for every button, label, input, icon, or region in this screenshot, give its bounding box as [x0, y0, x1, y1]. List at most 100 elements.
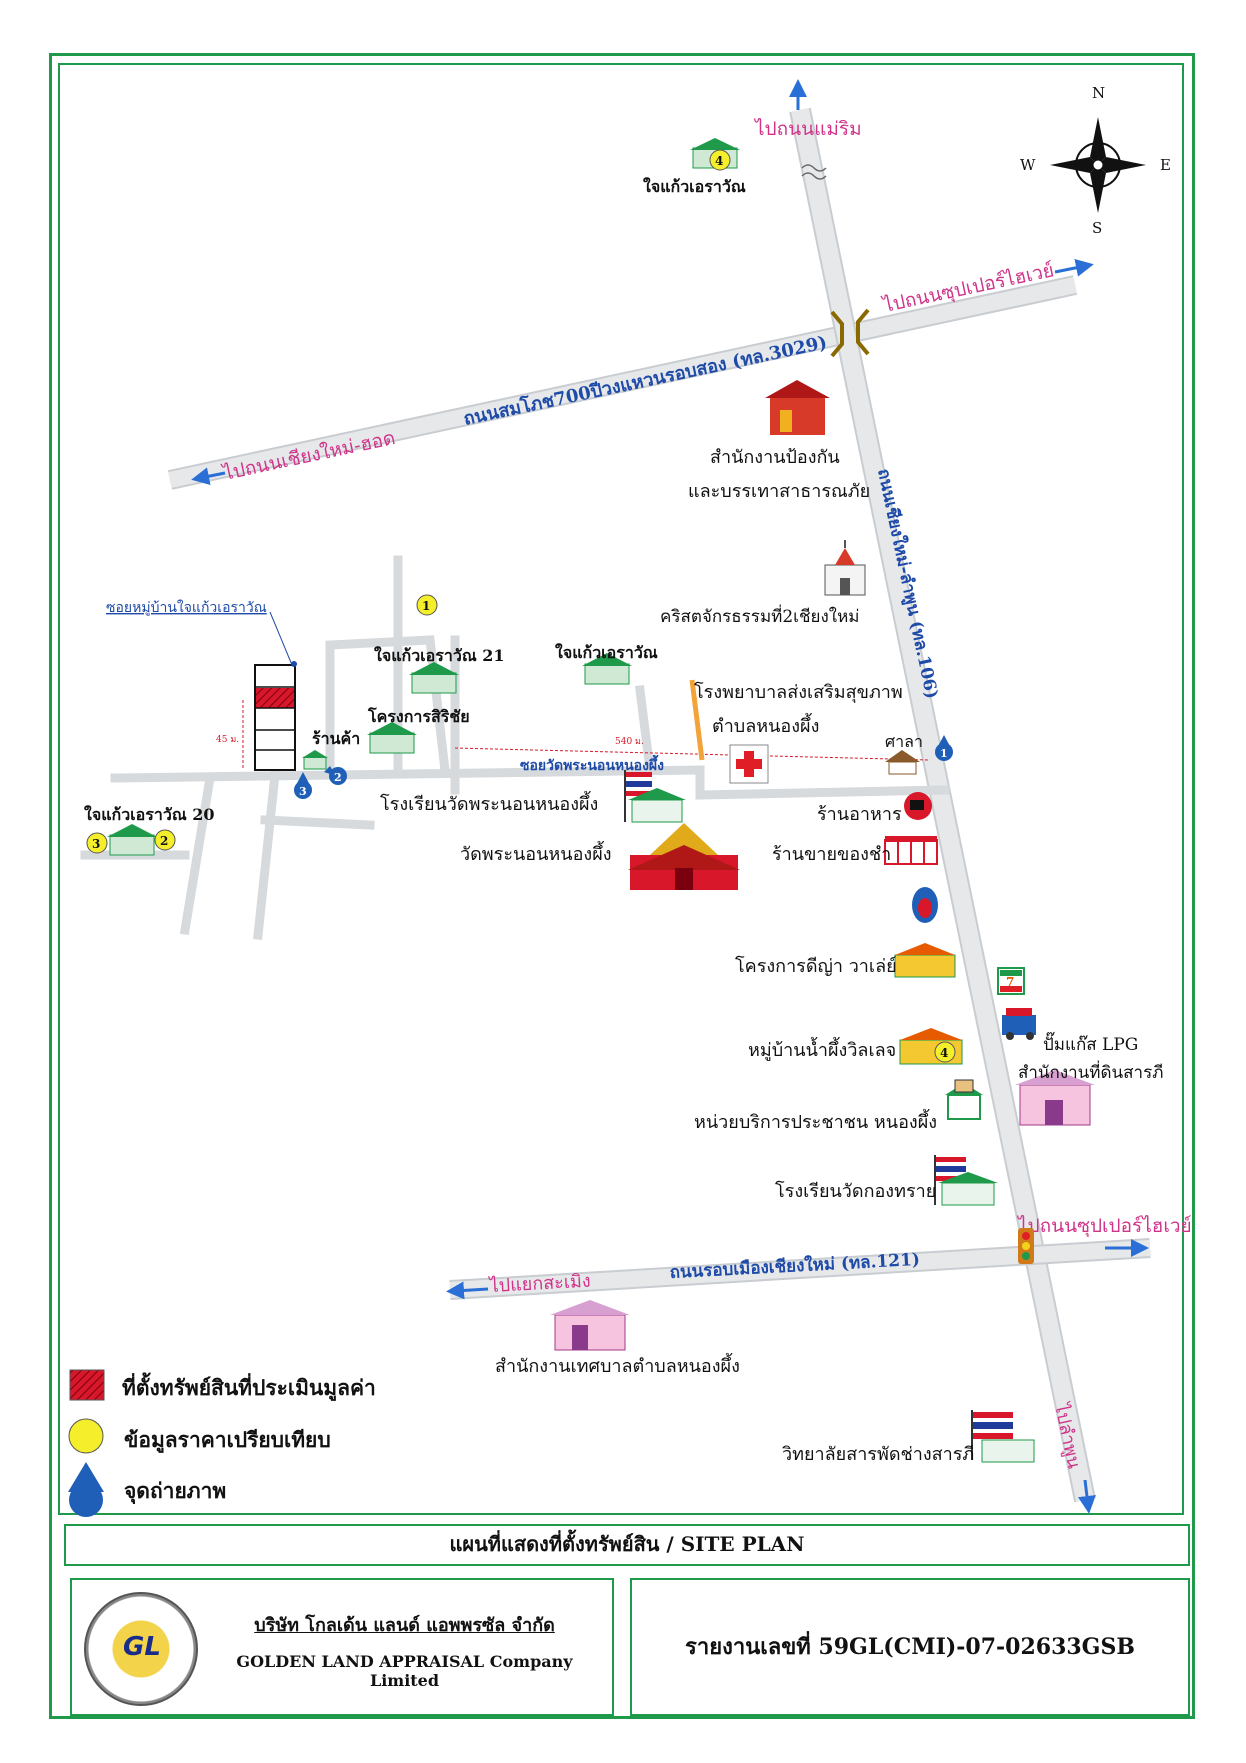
- compare-marker-4a: [709, 149, 731, 171]
- label-sala: ศาลา: [885, 732, 923, 751]
- traffic-light-icon: [1018, 1228, 1034, 1264]
- legend-comparable-swatch: [68, 1418, 104, 1454]
- gas-station-icon: [912, 887, 938, 923]
- compass-w: W: [1020, 156, 1036, 174]
- sala-icon: [885, 750, 920, 775]
- inner-frame: [58, 63, 1184, 1515]
- label-school-kongsai: โรงเรียนวัดกองทราย: [775, 1180, 936, 1202]
- compare-marker-1: [416, 594, 438, 616]
- house-icon-shop: [302, 750, 328, 770]
- house-icon-21: [409, 662, 459, 694]
- legend-photo: จุดถ่ายภาพ: [124, 1478, 227, 1503]
- restaurant-icon: [904, 792, 932, 820]
- compare-marker-3: [86, 832, 108, 854]
- compass-n: N: [1092, 84, 1105, 102]
- college-icon: [971, 1410, 1035, 1463]
- road-106: [789, 107, 1096, 1503]
- compare-marker-2: [154, 829, 176, 851]
- label-chaikaew-20: ใจแก้วเอราวัณ 20: [84, 805, 215, 824]
- bridge-marker: [830, 308, 870, 358]
- compass-e: E: [1160, 156, 1171, 174]
- lpg-icon: [1002, 1008, 1036, 1040]
- label-grocery: ร้านขายของชำ: [772, 844, 891, 865]
- title-frame: [64, 1524, 1190, 1566]
- land-office-icon: [1015, 1070, 1095, 1126]
- label-school-wat: โรงเรียนวัดพระนอนหนองผึ้ง: [380, 791, 598, 815]
- label-hospital-2: ตำบลหนองผึ้ง: [712, 713, 819, 737]
- label-shop: ร้านค้า: [312, 729, 360, 748]
- company-logo: GL: [84, 1592, 198, 1706]
- municipal-office-icon: [550, 1300, 630, 1351]
- label-college: วิทยาลัยสารพัดช่างสารภี: [782, 1444, 974, 1465]
- measure-distance: 540 ม.: [615, 737, 644, 747]
- dir-superhighway-2: ไปถนนซุปเปอร์ไฮเวย์: [1016, 1215, 1192, 1238]
- compass-rose: [1050, 117, 1146, 213]
- house-icon-mid: [582, 653, 632, 685]
- compass-s: S: [1092, 219, 1102, 237]
- legend-photo-swatch: [68, 1462, 104, 1517]
- label-church: คริสตจักรธรรมที่2เชียงใหม่: [660, 604, 860, 627]
- compare-marker-4a-label: 4: [715, 154, 723, 168]
- compare-marker-4b-label: 4: [940, 1046, 948, 1060]
- school-wat-icon: [624, 770, 686, 823]
- photo-marker-3-label: 3: [299, 785, 307, 798]
- label-land-office: สำนักงานที่ดินสารภี: [1018, 1060, 1163, 1083]
- label-disaster-2: และบรรเทาสาธารณภัย: [688, 481, 870, 502]
- label-restaurant: ร้านอาหาร: [817, 804, 902, 825]
- outer-frame: [49, 53, 1195, 1719]
- company-name-th: บริษัท โกลเด้น แลนด์ แอพพรซัล จำกัด: [254, 1615, 555, 1636]
- label-hospital-1: โรงพยาบาลส่งเสริมสุขภาพ: [694, 681, 903, 703]
- measure-depth: 45 ม.: [216, 735, 239, 745]
- service-unit-icon: [945, 1079, 983, 1120]
- hospital-icon: [729, 744, 769, 784]
- label-namphueng: หมู่บ้านน้ำผึ้งวิลเลจ: [748, 1037, 896, 1061]
- house-icon-20: [107, 824, 157, 856]
- legend-comparable: ข้อมูลราคาเปรียบเทียบ: [124, 1427, 331, 1452]
- house-icon-siriichai: [367, 722, 417, 754]
- report-box: รายงานเลขที่ 59GL(CMI)-07-02633GSB: [630, 1578, 1190, 1716]
- photo-marker-2: [324, 766, 347, 785]
- dir-mae-rim: ไปถนนแม่ริม: [753, 118, 862, 140]
- compare-marker-3-label: 3: [92, 837, 100, 851]
- seven-eleven-icon: [997, 967, 1025, 995]
- label-chaikaew-mid: ใจแก้วเอราวัณ: [555, 643, 658, 662]
- legend-property-swatch: [69, 1369, 105, 1401]
- photo-marker-2-label: 2: [334, 771, 342, 784]
- label-wat: วัดพระนอนหนองผึ้ง: [460, 841, 612, 865]
- compare-marker-4b: [934, 1041, 956, 1063]
- photo-marker-3: [294, 772, 312, 799]
- label-soi-wat: ซอยวัดพระนอนหนองผึ้ง: [520, 754, 664, 774]
- church-icon: [824, 540, 866, 596]
- label-service-unit: หน่วยบริการประชาชน หนองผึ้ง: [694, 1109, 937, 1133]
- label-disaster-1: สำนักงานป้องกัน: [710, 447, 840, 468]
- direction-arrows: [191, 79, 1149, 1514]
- label-lpg: ปั๊มแก๊ส LPG: [1043, 1031, 1138, 1055]
- dir-saraphi: ไปแยกสะเมิง: [487, 1270, 591, 1297]
- label-deeya: โครงการดีญ่า วาเล่ย์: [735, 955, 897, 977]
- compare-marker-2-label: 2: [160, 834, 168, 848]
- report-number: รายงานเลขที่ 59GL(CMI)-07-02633GSB: [685, 1634, 1135, 1660]
- label-municipal: สำนักงานเทศบาลตำบลหนองผึ้ง: [495, 1353, 740, 1377]
- photo-marker-1-label: 1: [940, 747, 948, 760]
- company-box: GL บริษัท โกลเด้น แลนด์ แอพพรซัล จำกัด G…: [70, 1578, 614, 1716]
- seven-eleven-label: 7: [1006, 975, 1014, 989]
- legend-property: ที่ตั้งทรัพย์สินที่ประเมินมูลค่า: [122, 1375, 376, 1400]
- hospital-access: [689, 679, 705, 761]
- label-chaikaew-21: ใจแก้วเอราวัณ 21: [374, 646, 505, 665]
- depth-dimension: [242, 700, 931, 770]
- photo-marker-1: [935, 735, 953, 761]
- company-name-en: GOLDEN LAND APPRAISAL Company Limited: [236, 1652, 573, 1690]
- subject-property: [254, 661, 297, 771]
- company-logo-text: GL: [123, 1632, 161, 1662]
- project-deeya-icon: [894, 943, 956, 978]
- site-plan-title: แผนที่แสดงที่ตั้งทรัพย์สิน / SITE PLAN: [449, 1532, 805, 1556]
- road-3029: [167, 275, 1078, 490]
- fire-station-icon: [765, 380, 830, 435]
- label-soi-village: ซอยหมู่บ้านใจแก้วเอราวัณ: [106, 599, 267, 616]
- label-chaikaew-top: ใจแก้วเอราวัณ: [643, 177, 746, 196]
- grocery-icon: [884, 836, 938, 865]
- compare-marker-1-label: 1: [422, 599, 430, 613]
- temple-icon: [628, 823, 740, 890]
- school-kongsai-icon: [934, 1155, 998, 1206]
